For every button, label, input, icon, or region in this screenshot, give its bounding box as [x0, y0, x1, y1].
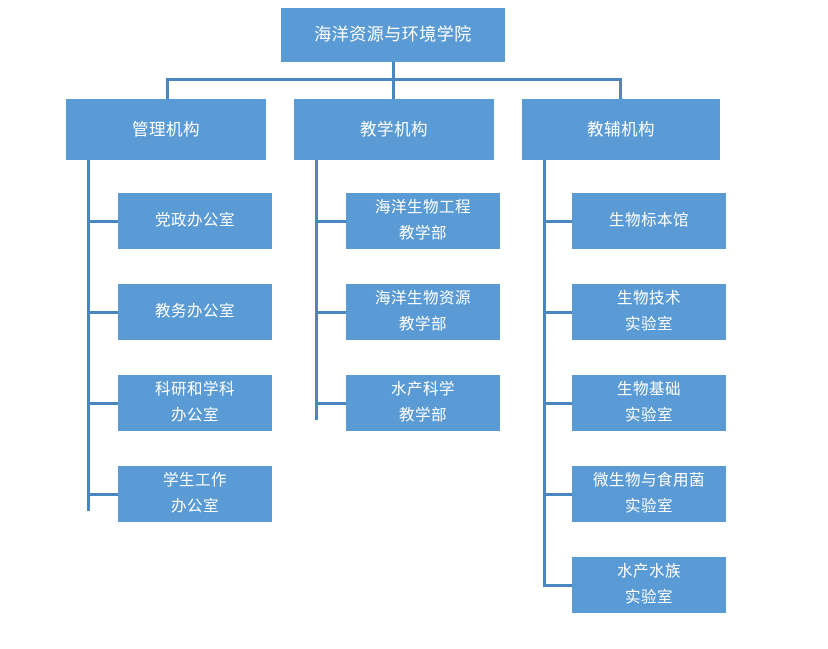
connector-root-drop	[392, 62, 395, 79]
node-branch-1-child-3[interactable]: 科研和学科 办公室	[118, 375, 272, 431]
connector-stub-3-1	[543, 220, 572, 223]
node-branch-2-child-3-line-1: 教学部	[398, 407, 447, 424]
connector-bus-drop-2	[392, 78, 395, 99]
node-branch-3-child-5-line-0: 水产水族	[616, 563, 681, 580]
node-branch-3-child-4-line-0: 微生物与食用菌	[592, 472, 705, 489]
node-branch-2-child-2-line-1: 教学部	[398, 316, 447, 333]
node-branch-3-child-2-line-0: 生物技术	[616, 290, 681, 307]
connector-bus-drop-3	[619, 78, 622, 99]
connector-stub-1-4	[87, 493, 118, 496]
node-branch-2-child-1[interactable]: 海洋生物工程 教学部	[346, 193, 500, 249]
node-branch-3-child-1[interactable]: 生物标本馆	[572, 193, 726, 249]
connector-stub-3-5	[543, 584, 572, 587]
node-branch-3-child-2-line-1: 实验室	[624, 316, 673, 333]
node-branch-1-child-4-line-0: 学生工作	[162, 472, 227, 489]
connector-trunk-3	[543, 160, 546, 585]
node-branch-2-child-2-line-0: 海洋生物资源	[374, 290, 471, 307]
node-branch-3-child-3[interactable]: 生物基础 实验室	[572, 375, 726, 431]
node-branch-1-child-3-line-0: 科研和学科	[154, 381, 235, 398]
node-root[interactable]: 海洋资源与环境学院	[281, 8, 505, 62]
connector-stub-1-3	[87, 402, 118, 405]
node-branch-3-child-4[interactable]: 微生物与食用菌 实验室	[572, 466, 726, 522]
node-branch-3-child-2[interactable]: 生物技术 实验室	[572, 284, 726, 340]
connector-stub-3-4	[543, 493, 572, 496]
connector-stub-2-1	[315, 220, 346, 223]
connector-stub-3-2	[543, 311, 572, 314]
node-branch-1-child-3-line-1: 办公室	[170, 407, 219, 424]
node-branch-2-child-3[interactable]: 水产科学 教学部	[346, 375, 500, 431]
connector-stub-3-3	[543, 402, 572, 405]
node-branch-3-child-5[interactable]: 水产水族 实验室	[572, 557, 726, 613]
node-branch-3-line-0: 教辅机构	[587, 120, 655, 139]
node-branch-1-child-1[interactable]: 党政办公室	[118, 193, 272, 249]
node-branch-3-child-5-line-1: 实验室	[624, 589, 673, 606]
node-branch-2-child-1-line-1: 教学部	[398, 225, 447, 242]
connector-trunk-1	[87, 160, 90, 511]
connector-stub-1-1	[87, 220, 118, 223]
connector-stub-2-2	[315, 311, 346, 314]
node-branch-2-line-0: 教学机构	[360, 120, 428, 139]
node-branch-2[interactable]: 教学机构	[294, 99, 494, 160]
node-branch-1-line-0: 管理机构	[132, 120, 200, 139]
node-branch-1-child-1-line-0: 党政办公室	[154, 212, 235, 229]
node-branch-1-child-4-line-1: 办公室	[170, 498, 219, 515]
node-branch-3[interactable]: 教辅机构	[522, 99, 720, 160]
connector-trunk-2	[315, 160, 318, 420]
node-branch-2-child-1-line-0: 海洋生物工程	[374, 199, 471, 216]
node-branch-3-child-3-line-1: 实验室	[624, 407, 673, 424]
connector-stub-2-3	[315, 402, 346, 405]
node-branch-3-child-1-line-0: 生物标本馆	[608, 212, 689, 229]
node-branch-2-child-2[interactable]: 海洋生物资源 教学部	[346, 284, 500, 340]
connector-stub-1-2	[87, 311, 118, 314]
connector-bus-drop-1	[166, 78, 169, 99]
node-branch-1-child-4[interactable]: 学生工作 办公室	[118, 466, 272, 522]
node-branch-1-child-2-line-0: 教务办公室	[154, 303, 235, 320]
node-branch-2-child-3-line-0: 水产科学	[390, 381, 455, 398]
node-branch-3-child-3-line-0: 生物基础	[616, 381, 681, 398]
node-branch-1[interactable]: 管理机构	[66, 99, 266, 160]
node-root-line-0: 海洋资源与环境学院	[314, 25, 472, 44]
node-branch-1-child-2[interactable]: 教务办公室	[118, 284, 272, 340]
node-branch-3-child-4-line-1: 实验室	[624, 498, 673, 515]
